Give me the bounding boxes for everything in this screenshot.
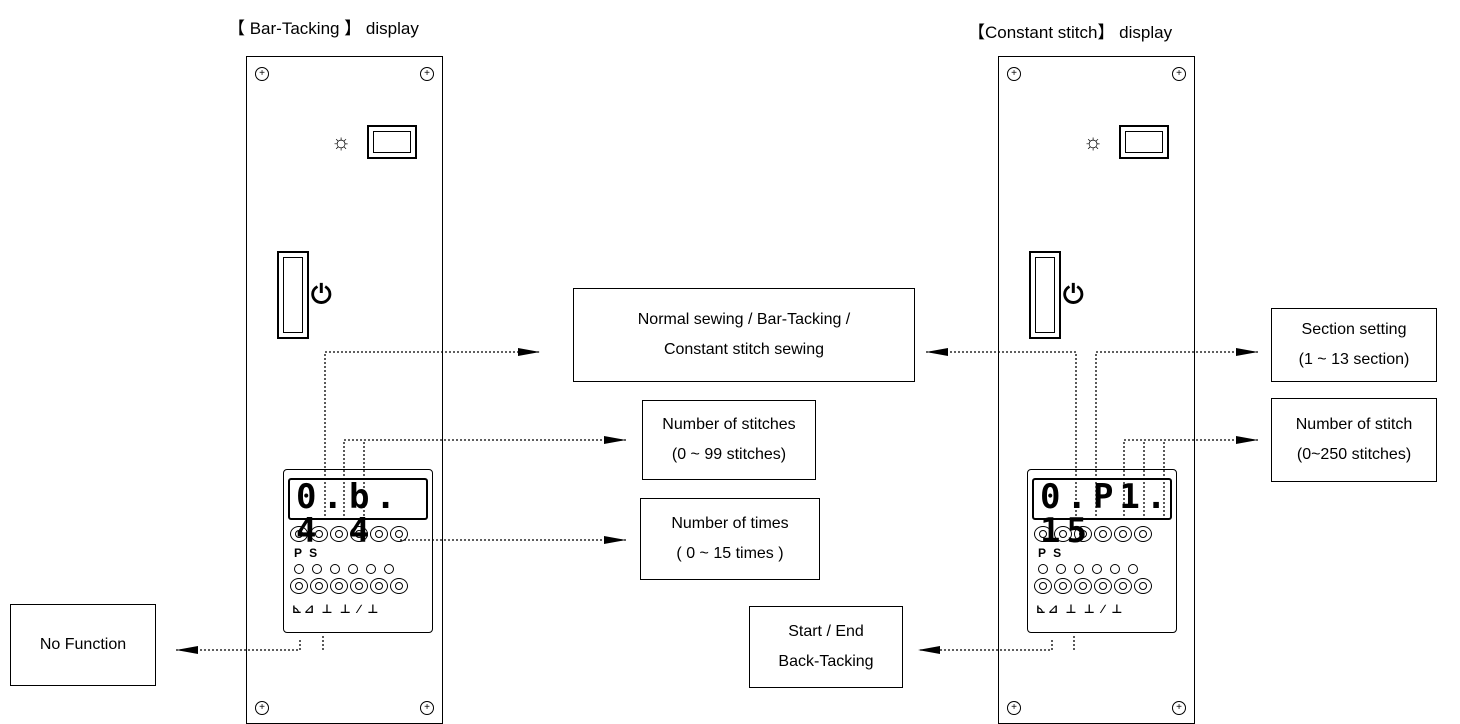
right-knob-row-bottom[interactable] (1034, 578, 1152, 594)
power-switch[interactable] (277, 251, 309, 339)
callout-times: Number of times ( 0 ~ 15 times ) (640, 498, 820, 580)
callout-back-tacking-line-1: Start / End (788, 623, 864, 640)
callout-stitches-line-2: (0 ~ 99 stitches) (671, 446, 787, 463)
power-icon: ⏻ (311, 279, 332, 309)
callout-times-line-1: Number of times (671, 515, 789, 532)
right-display-digits: 0.P1. 15 (1032, 478, 1172, 548)
right-function-symbols: ⊾⊿ ⊥ ⊥ ∕ ⊥ (1036, 602, 1125, 616)
callout-back-tacking-line-2: Back-Tacking (778, 653, 874, 670)
callout-stitch-count-line-1: Number of stitch (1295, 416, 1413, 433)
screw-icon: + (1007, 67, 1021, 81)
screw-icon: + (255, 701, 269, 715)
callout-stitches: Number of stitches (0 ~ 99 stitches) (642, 400, 816, 480)
left-control-panel: + + ☼ ⏻ 0.b. 4 4 P S ⊾⊿ ⊥ ⊥ ∕ ⊥ + + (246, 56, 443, 724)
power-icon: ⏻ (1063, 279, 1084, 309)
left-function-symbols: ⊾⊿ ⊥ ⊥ ∕ ⊥ (292, 602, 381, 616)
screw-icon: + (255, 67, 269, 81)
right-lcd-display: 0.P1. 15 P S ⊾⊿ ⊥ ⊥ ∕ ⊥ (1027, 469, 1177, 633)
left-knob-row-top[interactable] (290, 526, 408, 542)
left-icon-row: P S (294, 546, 320, 560)
left-lcd-display: 0.b. 4 4 P S ⊾⊿ ⊥ ⊥ ∕ ⊥ (283, 469, 433, 633)
screw-icon: + (1172, 701, 1186, 715)
callout-section-line-1: Section setting (1301, 321, 1407, 338)
left-panel-title: 【 Bar-Tacking 】 display (228, 19, 419, 38)
right-control-panel: + + ☼ ⏻ 0.P1. 15 P S ⊾⊿ ⊥ ⊥ ∕ ⊥ + + (998, 56, 1195, 724)
lamp-icon: ☼ (331, 129, 352, 154)
lamp-switch[interactable] (1119, 125, 1169, 159)
screw-icon: + (420, 67, 434, 81)
lamp-switch[interactable] (367, 125, 417, 159)
callout-mode-line-1: Normal sewing / Bar-Tacking / (637, 311, 851, 328)
screw-icon: + (1007, 701, 1021, 715)
left-led-row (294, 564, 394, 574)
callout-stitch-count-line-2: (0~250 stitches) (1296, 446, 1412, 463)
right-panel-title: 【Constant stitch】 display (968, 23, 1173, 42)
left-knob-row-bottom[interactable] (290, 578, 408, 594)
right-led-row (1038, 564, 1138, 574)
callout-section: Section setting (1 ~ 13 section) (1271, 308, 1437, 382)
callout-no-function-text: No Function (39, 636, 127, 653)
right-icon-row: P S (1038, 546, 1064, 560)
callout-stitch-count: Number of stitch (0~250 stitches) (1271, 398, 1437, 482)
callout-times-line-2: ( 0 ~ 15 times ) (676, 545, 784, 562)
callout-back-tacking: Start / End Back-Tacking (749, 606, 903, 688)
callout-mode-line-2: Constant stitch sewing (663, 341, 825, 358)
left-display-digits: 0.b. 4 4 (288, 478, 428, 548)
lamp-icon: ☼ (1083, 129, 1104, 154)
screw-icon: + (420, 701, 434, 715)
callout-mode: Normal sewing / Bar-Tacking / Constant s… (573, 288, 915, 382)
power-switch[interactable] (1029, 251, 1061, 339)
right-knob-row-top[interactable] (1034, 526, 1152, 542)
callout-stitches-line-1: Number of stitches (662, 416, 796, 433)
callout-no-function: No Function (10, 604, 156, 686)
callout-section-line-2: (1 ~ 13 section) (1298, 351, 1410, 368)
screw-icon: + (1172, 67, 1186, 81)
